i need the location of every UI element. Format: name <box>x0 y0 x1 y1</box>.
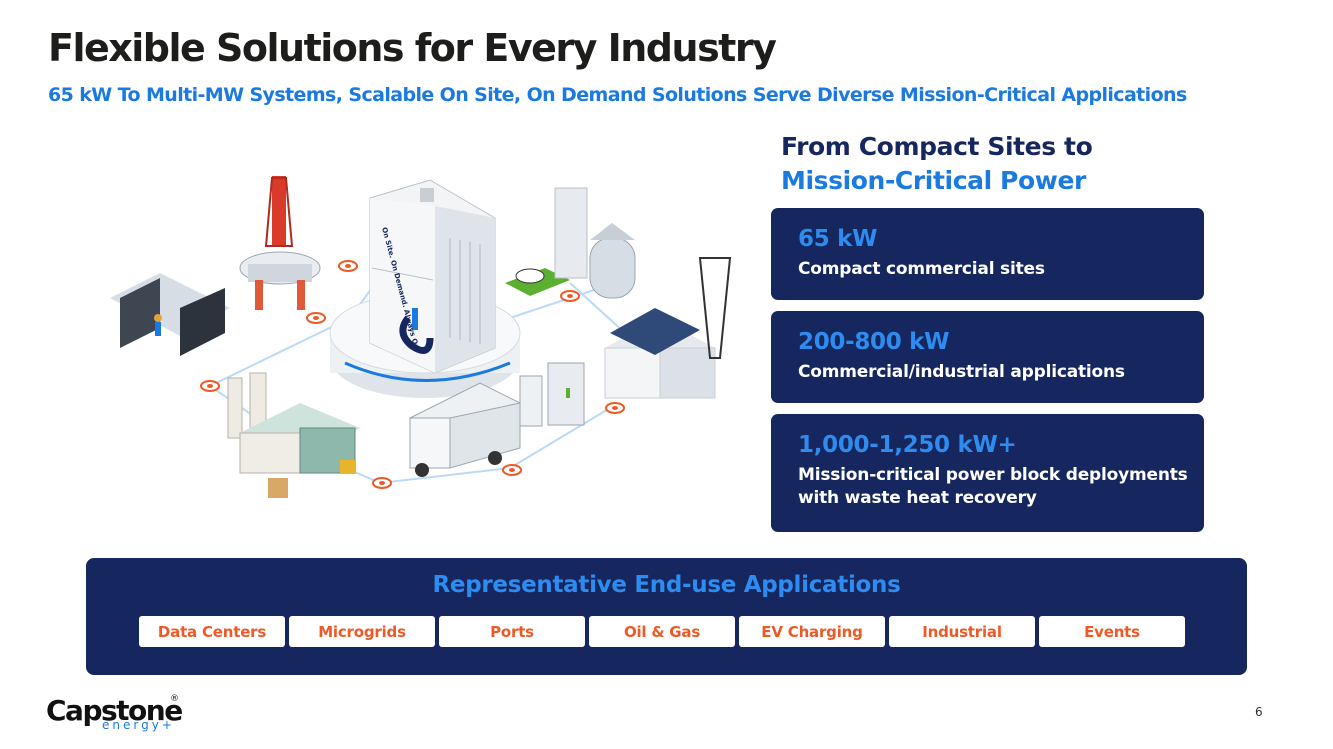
ev-charging-icon <box>519 362 585 427</box>
tier-card-1000-1250kw: 1,000-1,250 kW+ Mission-critical power b… <box>771 414 1204 532</box>
logo-subtitle: energy+ <box>102 718 175 732</box>
logo-registered-mark: ® <box>170 694 179 704</box>
capstone-unit-icon <box>329 179 521 398</box>
application-pill-microgrids: Microgrids <box>289 616 435 647</box>
application-pill-ev-charging: EV Charging <box>739 616 885 647</box>
tier-range: 200-800 kW <box>798 329 950 355</box>
application-pill-data-centers: Data Centers <box>139 616 285 647</box>
slide-title: Flexible Solutions for Every Industry <box>48 26 777 70</box>
oil-rig-icon <box>239 176 321 310</box>
application-pill-oil-gas: Oil & Gas <box>589 616 735 647</box>
heading-line-2: Mission-Critical Power <box>781 166 1086 195</box>
slide-subtitle: 65 kW To Multi-MW Systems, Scalable On S… <box>48 84 1187 106</box>
applications-panel: Representative End-use Applications Data… <box>86 558 1247 675</box>
applications-list: Data Centers Microgrids Ports Oil & Gas … <box>139 616 1195 647</box>
application-pill-industrial: Industrial <box>889 616 1035 647</box>
tier-range: 65 kW <box>798 226 878 252</box>
industry-illustration: On Site. On Demand. Always On. <box>110 176 732 498</box>
tier-card-65kw: 65 kW Compact commercial sites <box>771 208 1204 300</box>
page-number: 6 <box>1255 705 1263 719</box>
tier-description: Commercial/industrial applications <box>798 362 1125 382</box>
solar-building-icon <box>604 257 732 399</box>
heading-line-1: From Compact Sites to <box>781 132 1093 161</box>
application-pill-ports: Ports <box>439 616 585 647</box>
farm-icon <box>505 187 636 299</box>
logo-wordmark: Capstone <box>46 694 183 727</box>
truck-icon <box>408 382 522 477</box>
right-panel-heading: From Compact Sites to Mission-Critical P… <box>781 130 1093 198</box>
data-center-icon <box>110 273 230 356</box>
tier-card-200-800kw: 200-800 kW Commercial/industrial applica… <box>771 311 1204 403</box>
tier-description: Mission-critical power block deployments… <box>798 465 1188 508</box>
tier-description: Compact commercial sites <box>798 259 1045 279</box>
application-pill-events: Events <box>1039 616 1185 647</box>
capstone-logo: Capstone ® energy+ <box>46 694 186 738</box>
applications-title: Representative End-use Applications <box>432 572 901 598</box>
tier-range: 1,000-1,250 kW+ <box>798 432 1017 458</box>
factory-icon <box>227 372 360 498</box>
